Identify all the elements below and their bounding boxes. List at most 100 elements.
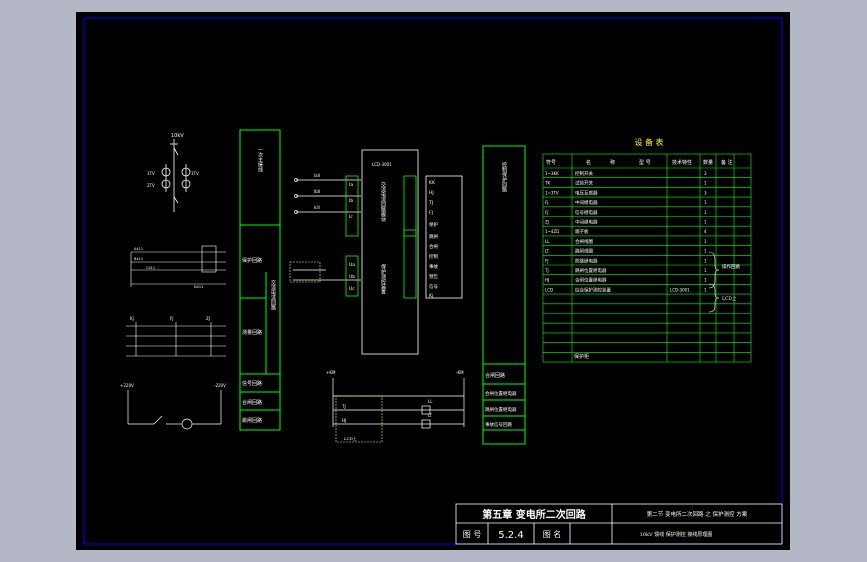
table-cell-symbol: FJ (545, 210, 548, 215)
supply-positive: +220V (120, 383, 134, 388)
table-cell-qty: 1 (704, 249, 707, 254)
control-ll: LL (428, 399, 433, 404)
supply-negative: -220V (214, 383, 226, 388)
device-inner-1: 交流电流回路模块 (380, 181, 386, 223)
electrical-drawing: 10kV 1TV 2TV 3TV A411 B411 C411 N411 KJ … (83, 17, 783, 545)
terminal-ub: Ub (349, 274, 355, 280)
middle-col-close: 合闸回路 (485, 372, 505, 379)
table-cell-qty: 3 (704, 171, 707, 176)
ct-wire-b: B411 (134, 257, 143, 261)
title-name-label: 图 名 (543, 529, 562, 539)
feeder-b: IbII (314, 189, 320, 194)
right-label-0: KK (429, 180, 436, 186)
title-chapter: 第五章 变电所二次回路 (482, 508, 586, 521)
table-cell-qty: 1 (704, 200, 707, 205)
drawing-sheet: 10kV 1TV 2TV 3TV A411 B411 C411 N411 KJ … (76, 12, 790, 550)
control-tj: TJ (341, 404, 346, 409)
relay-kj: KJ (130, 316, 134, 321)
ct-label-2: 2TV (147, 183, 155, 188)
table-cell-qty: 1 (704, 268, 707, 273)
right-label-9: 预告 (429, 273, 438, 280)
left-col-close: 合闸回路 (242, 399, 262, 406)
feeder-lines (293, 178, 361, 281)
breaker-label: 10kV (171, 133, 184, 139)
terminal-ia: Ia (349, 182, 353, 188)
table-cell-qty: 1 (704, 239, 707, 244)
title-figure-number: 5.2.4 (498, 530, 523, 541)
table-cell-symbol: LT (545, 249, 550, 254)
middle-column-frame (482, 145, 526, 445)
table-cell-symbol: TJ (544, 268, 549, 273)
table-cell-name: 跳闸位置继电器 (575, 267, 607, 274)
right-label-10: 信号 (429, 283, 438, 290)
table-cell-qty: 1 (704, 220, 707, 225)
drawing-border (83, 17, 783, 545)
table-cell-symbol: TK (544, 181, 550, 186)
table-cell-name: 端子板 (575, 228, 589, 235)
control-km-pos: +KM (326, 370, 336, 375)
ct-wire-a: A411 (134, 247, 143, 251)
right-label-2: TJ (428, 200, 433, 206)
table-cell-name: 防跳继电器 (575, 257, 598, 264)
relay-fj: FJ (170, 316, 173, 321)
table-cell-symbol: HJ (545, 278, 549, 283)
title-section: 第二节 变电所二次回路 之 保护测控 方案 (647, 510, 748, 518)
ct-wire-n: N411 (194, 285, 203, 289)
title-block-frame (455, 503, 783, 545)
input-contact-box (289, 261, 321, 283)
table-cell-symbol: ZJ (545, 220, 549, 225)
table-last-row-name: 保护柜 (574, 353, 589, 360)
control-hj: HJ (342, 418, 346, 423)
middle-col-hj: 合闸位置继电器 (485, 390, 517, 397)
table-cell-symbol: FJ (545, 258, 548, 263)
control-km-neg: -KM (456, 370, 464, 375)
primary-schematic: 10kV (161, 133, 191, 212)
brace-note-operation: 操作回路 (722, 263, 740, 270)
relay-zj: ZJ (206, 316, 210, 321)
left-col-primary: 一次主接线 (257, 147, 263, 172)
table-cell-name: 跳闸线圈 (575, 248, 593, 255)
terminal-ua: Ua (349, 262, 355, 268)
right-label-1: HJ (429, 190, 434, 196)
terminal-ic: Ic (349, 214, 353, 220)
equipment-table-title: 设 备 表 (634, 137, 663, 147)
device-model: LCD-3001 (372, 162, 392, 167)
right-label-7: 控制 (429, 253, 438, 260)
middle-col-alarm: 事故信号回路 (485, 421, 512, 428)
table-header-cell: 称 (610, 159, 615, 166)
right-label-6: 合闸 (429, 243, 438, 250)
feeder-a: IaII (314, 173, 320, 178)
control-lcd: LCD上 (344, 435, 357, 441)
table-cell-name: 控制开关 (575, 170, 593, 177)
terminal-ib: Ib (349, 198, 353, 204)
table-cell-qty: 1 (704, 181, 707, 186)
table-cell-symbol: LCD (545, 287, 553, 292)
left-col-protection: 保护回路 (242, 257, 262, 264)
table-cell-name: 信号继电器 (575, 209, 598, 216)
table-cell-model: LCD-3001 (670, 287, 690, 292)
ct-label-1: 1TV (147, 171, 155, 176)
table-cell-name: 电压互感器 (575, 189, 598, 196)
table-cell-symbol: 1~3TV (545, 190, 559, 195)
left-column-frame (239, 129, 281, 431)
ct-wiring-circuit (130, 245, 226, 287)
table-cell-symbol: FJ (545, 200, 548, 205)
right-label-3: FJ (429, 210, 433, 216)
brace-note-lcd: LCD上 (722, 295, 737, 302)
control-switch-box (335, 395, 383, 443)
left-col-measure: 测量回路 (242, 329, 262, 336)
left-col-signal: 信号回路 (242, 380, 262, 387)
table-cell-name: 综合保护测控装置 (575, 286, 611, 293)
middle-col-top: 控制保护回路 (501, 161, 507, 193)
motor-circuit (127, 390, 222, 430)
table-header-cell: 备 注 (721, 159, 733, 166)
title-figure-label: 图 号 (463, 530, 482, 539)
table-header-cell: 符号 (546, 159, 556, 166)
table-cell-name: 合闸线圈 (575, 238, 593, 245)
equipment-table-grid (542, 153, 752, 363)
middle-col-tj: 跳闸位置继电器 (485, 406, 517, 413)
title-figure-name: 10kV 馈线 保护测控 接线原理图 (640, 531, 713, 538)
feeder-c: IcII (314, 205, 320, 210)
table-cell-qty: 1 (704, 258, 707, 263)
control-lt: LT (428, 413, 433, 418)
